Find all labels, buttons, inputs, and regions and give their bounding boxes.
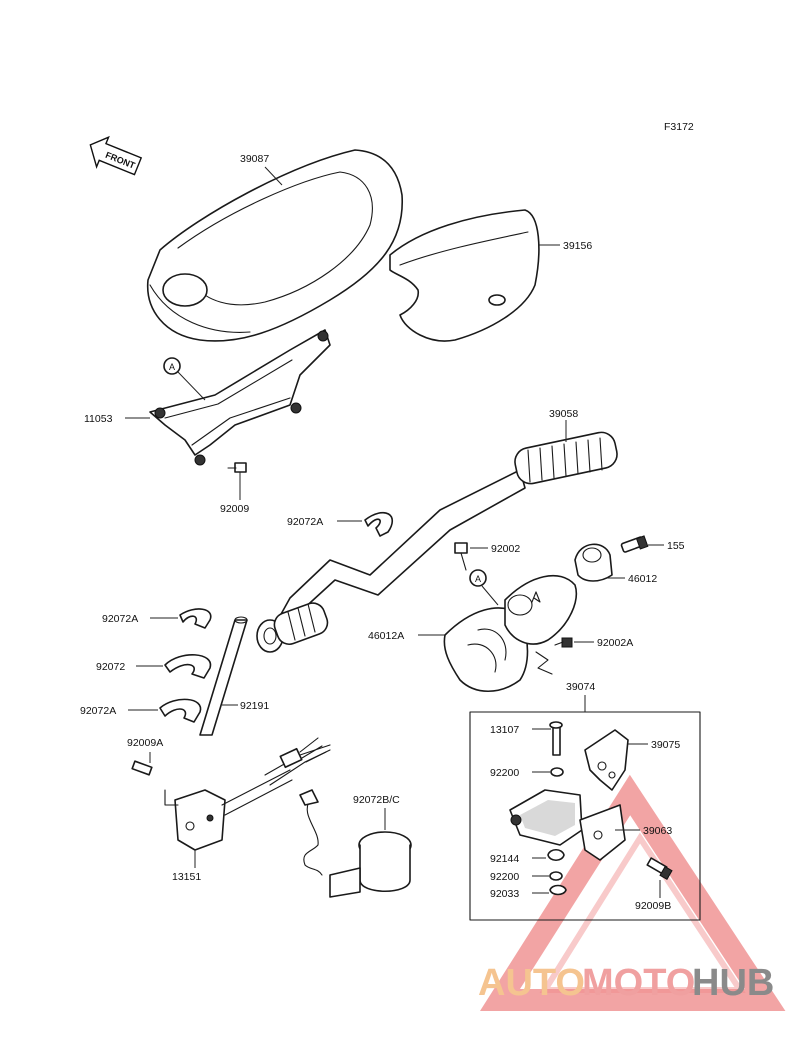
right-grip: [514, 431, 618, 485]
label-39075: 39075: [651, 739, 680, 751]
circlip-92033-drawing: [549, 884, 567, 896]
lever-39063-drawing: [579, 804, 626, 861]
callout-a-lower: [469, 569, 487, 587]
label-92009a: 92009A: [127, 737, 163, 749]
watermark-moto: MOTO: [582, 962, 695, 1004]
bolt-92002a-drawing: [554, 637, 573, 648]
label-92072a-upper: 92072A: [287, 516, 323, 528]
label-11053: 11053: [84, 413, 113, 425]
label-92072: 92072: [96, 661, 125, 673]
front-arrow-icon: FRONT: [89, 135, 143, 176]
watermark-hub: HUB: [692, 962, 774, 1004]
label-92002: 92002: [491, 543, 520, 555]
spring-92144-drawing: [547, 848, 565, 862]
watermark-text: AUTO MOTO HUB: [478, 962, 774, 1004]
callout-a-upper-label: A: [169, 362, 175, 372]
figure-code: F3172: [664, 121, 694, 133]
band-92072-drawing: [164, 654, 212, 679]
label-39156: 39156: [563, 240, 592, 252]
lever-39075-drawing: [584, 729, 629, 791]
label-39058: 39058: [549, 408, 578, 420]
label-92009b: 92009B: [635, 900, 671, 912]
bolt-92009a-drawing: [131, 752, 153, 776]
label-92072a-lower: 92072A: [80, 705, 116, 717]
label-92200-upper: 92200: [490, 767, 519, 779]
bolt-92002-drawing: [454, 542, 468, 571]
holder-46012-drawing: [574, 543, 613, 582]
washer-92200-drawing: [550, 767, 564, 777]
label-92072a-left: 92072A: [102, 613, 138, 625]
label-13151: 13151: [172, 871, 201, 883]
bolt-155-drawing: [620, 535, 649, 553]
clamp-92072bc-drawing: [299, 789, 412, 898]
label-92200-lower: 92200: [490, 871, 519, 883]
hose-92191-drawing: [199, 616, 248, 736]
watermark-triangle-inner: [539, 832, 746, 993]
watermark-auto: AUTO: [478, 962, 585, 1004]
seat-drawing: [146, 149, 403, 342]
label-13107: 13107: [490, 724, 519, 736]
label-39074: 39074: [566, 681, 595, 693]
label-92144: 92144: [490, 853, 519, 865]
label-155: 155: [667, 540, 685, 552]
bolt-92009-drawing: [227, 462, 247, 500]
label-92009: 92009: [220, 503, 249, 515]
lever-body-drawing: [509, 789, 626, 861]
watermark-triangle-outer: [479, 774, 786, 1011]
label-46012: 46012: [628, 573, 657, 585]
holder-46012a-drawing: [443, 574, 577, 692]
callout-a-lower-label: A: [475, 574, 481, 584]
label-39087: 39087: [240, 153, 269, 165]
bracket-drawing: [149, 329, 331, 466]
watermark-logo: [479, 774, 786, 1011]
band-92072a-left-drawing: [179, 608, 212, 629]
band-92072a-lower-drawing: [159, 698, 202, 723]
rear-cover-drawing: [389, 209, 540, 342]
label-46012a: 46012A: [368, 630, 404, 642]
pin-13107-drawing: [549, 721, 563, 756]
label-92072b-c: 92072B/C: [353, 794, 400, 806]
band-92072a-upper-drawing: [364, 511, 394, 537]
left-grip: [273, 602, 329, 646]
washer-92200-lower-drawing: [549, 871, 563, 881]
label-92191: 92191: [240, 700, 269, 712]
callout-a-upper: [163, 357, 181, 375]
bolt-92009b-drawing: [646, 857, 673, 881]
switch-13151-drawing: [174, 737, 331, 851]
seat-hole: [162, 273, 208, 307]
label-92033: 92033: [490, 888, 519, 900]
label-39063: 39063: [643, 825, 672, 837]
handlebar-drawing: [256, 431, 618, 653]
label-92002a: 92002A: [597, 637, 633, 649]
